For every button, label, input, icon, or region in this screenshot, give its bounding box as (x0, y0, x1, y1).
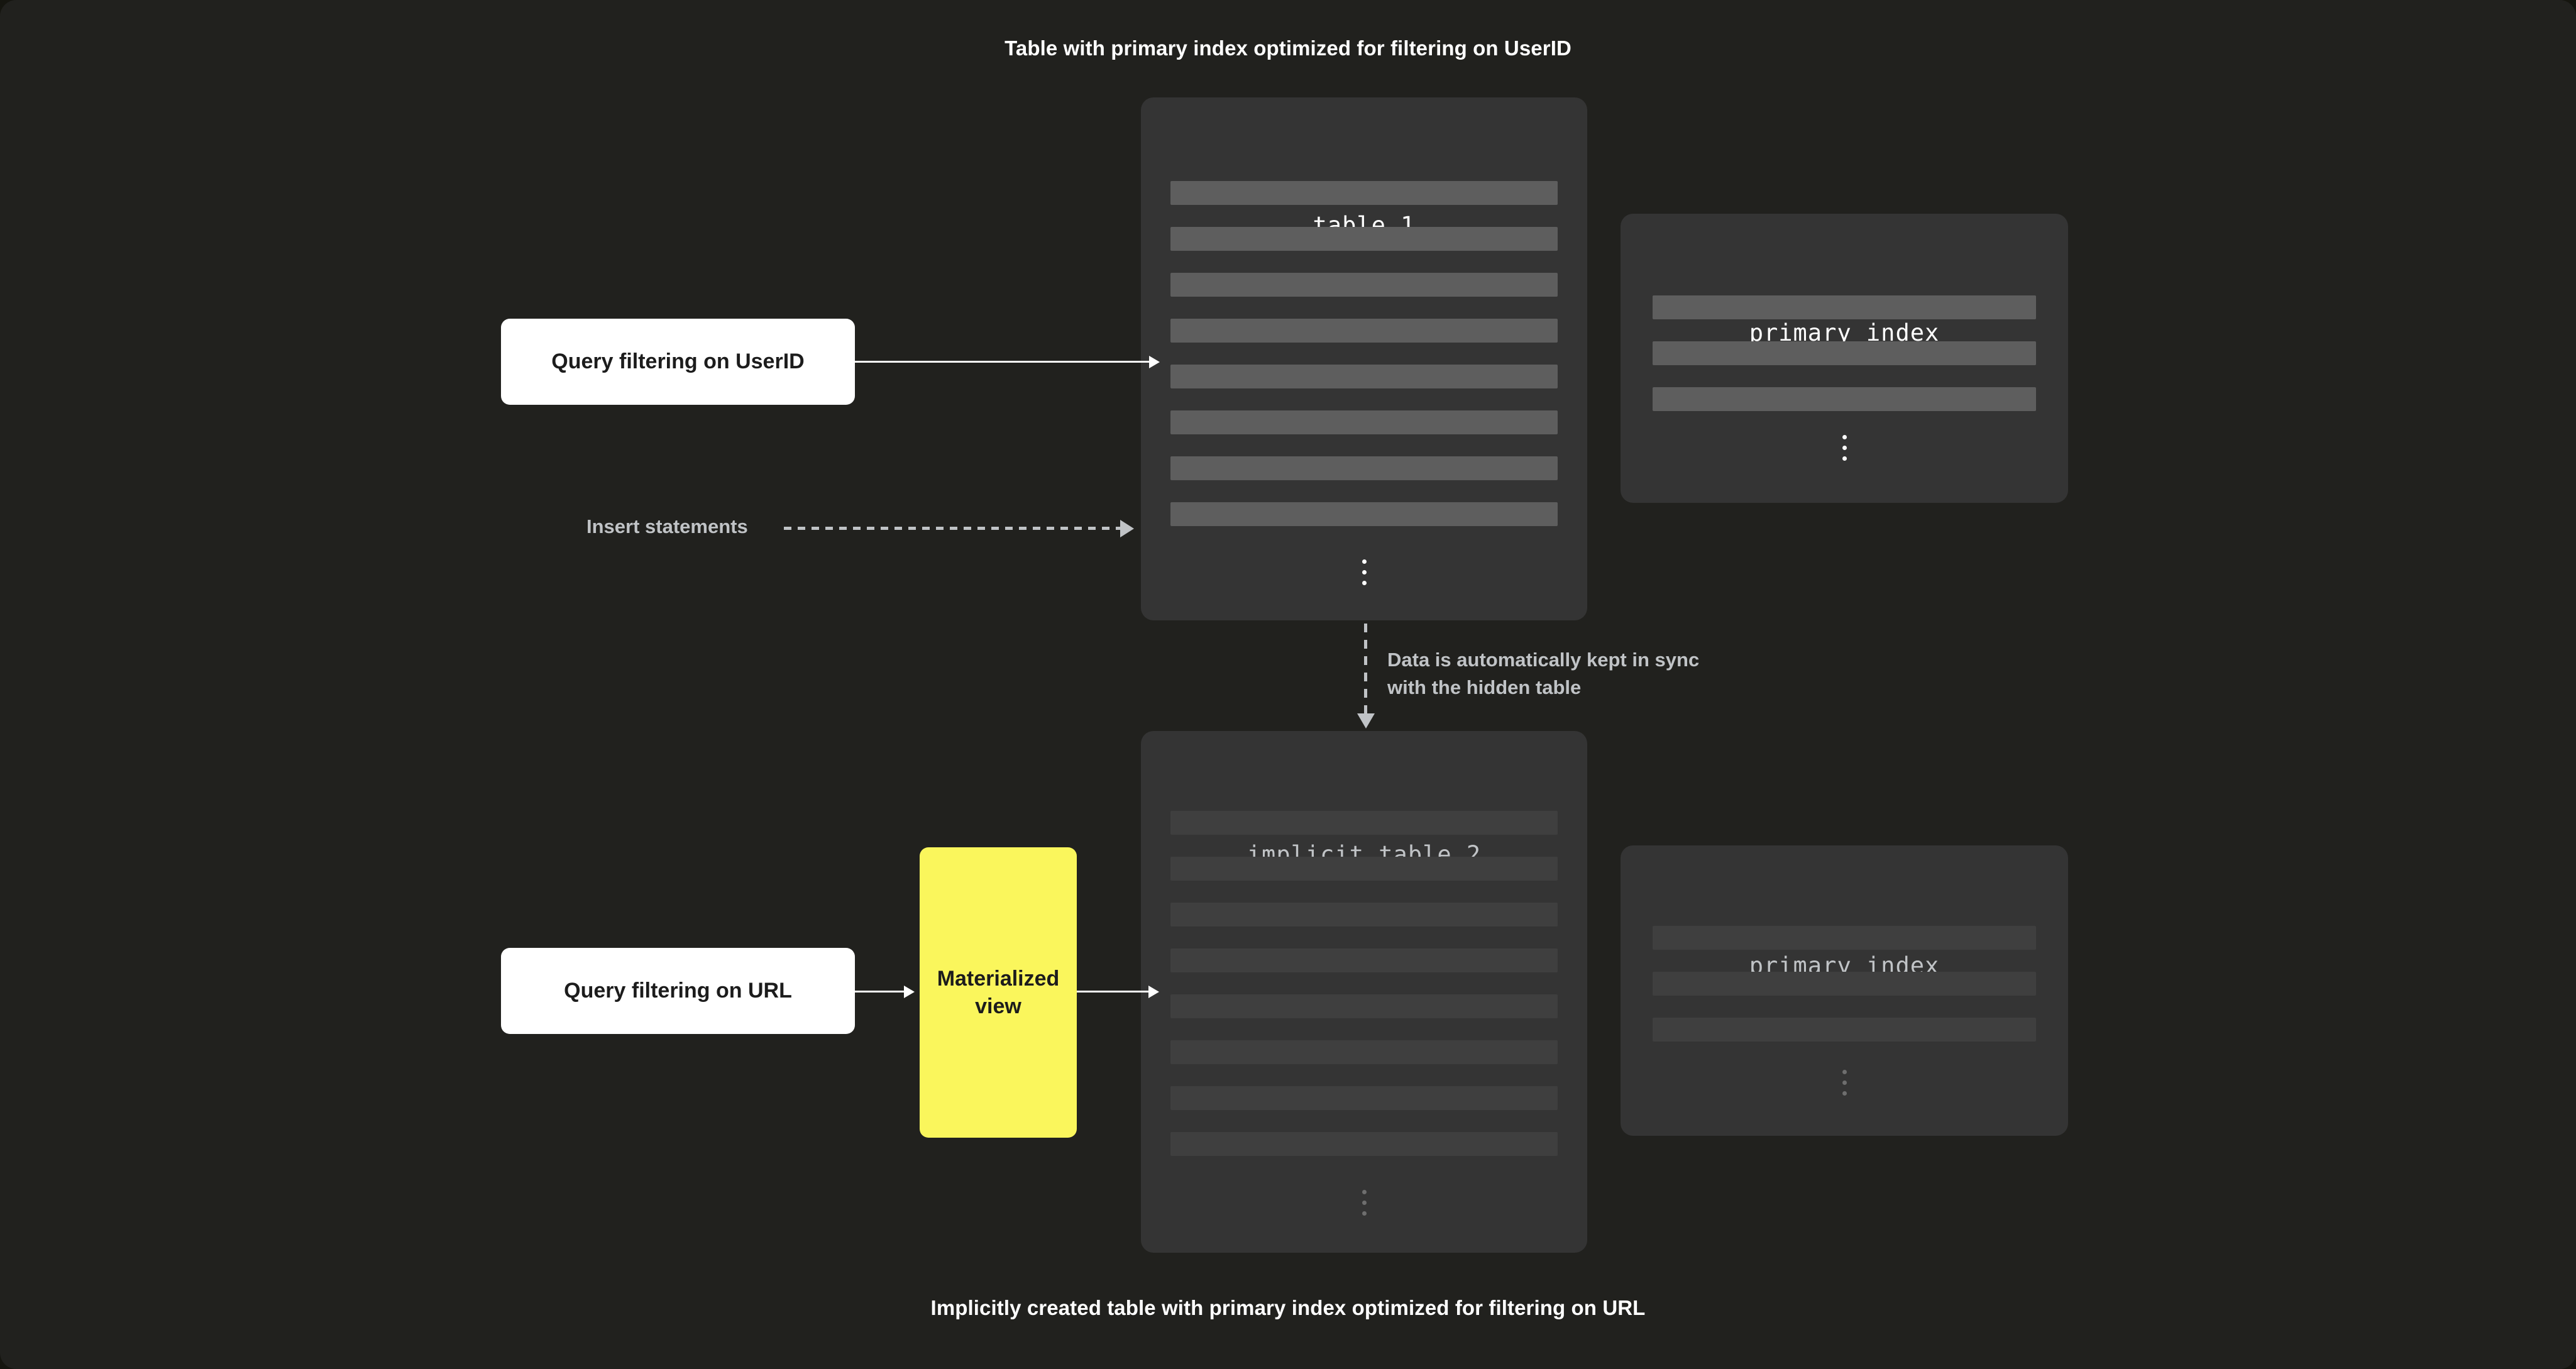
table-row (1170, 1132, 1558, 1156)
table-row (1170, 857, 1558, 881)
table-row (1653, 972, 2036, 996)
vertical-ellipsis-icon (1621, 435, 2068, 461)
table-row (1170, 903, 1558, 926)
query-filtering-on-url-node[interactable]: Query filtering on URL (501, 948, 855, 1034)
query-filtering-on-userid-node[interactable]: Query filtering on UserID (501, 319, 855, 405)
table-row (1170, 365, 1558, 388)
implicit-table-2-card: implicit table 2 (1141, 731, 1587, 1253)
materialized-view-node[interactable]: Materialized view (920, 847, 1077, 1138)
table-row (1653, 387, 2036, 411)
table-row (1170, 319, 1558, 343)
vertical-ellipsis-icon (1621, 1070, 2068, 1096)
table-row (1170, 410, 1558, 434)
table-1-rows (1141, 181, 1587, 526)
table-row (1170, 502, 1558, 526)
table-row (1170, 227, 1558, 251)
table-row (1170, 1086, 1558, 1110)
primary-index-2-rows (1621, 926, 2068, 1042)
table-row (1170, 181, 1558, 205)
vertical-ellipsis-icon (1141, 559, 1587, 585)
table-row (1653, 926, 2036, 950)
primary-index-2-card: primary index (1621, 845, 2068, 1136)
bottom-caption: Implicitly created table with primary in… (930, 1296, 1646, 1319)
arrow-query-url-to-materialized-view (855, 991, 913, 992)
table-row (1170, 456, 1558, 480)
insert-statements-label: Insert statements (586, 515, 748, 537)
table-row (1170, 948, 1558, 972)
vertical-ellipsis-icon (1141, 1190, 1587, 1216)
primary-index-1-card: primary index (1621, 214, 2068, 503)
table-row (1170, 273, 1558, 297)
arrow-insert-statements (784, 527, 1121, 530)
table-row (1170, 811, 1558, 835)
table-row (1170, 994, 1558, 1018)
arrow-query-userid-to-table1 (855, 361, 1158, 363)
table-1-card: table 1 (1141, 97, 1587, 620)
arrow-materialized-view-to-implicit-table2 (1077, 991, 1157, 992)
table-row (1170, 1040, 1558, 1064)
table-row (1653, 1018, 2036, 1042)
implicit-table-2-rows (1141, 811, 1587, 1156)
top-caption: Table with primary index optimized for f… (1005, 36, 1571, 60)
sync-description-label: Data is automatically kept in sync with … (1387, 649, 1700, 699)
table-row (1653, 341, 2036, 365)
table-row (1653, 295, 2036, 319)
arrow-sync-table1-to-table2 (1364, 624, 1367, 715)
primary-index-1-rows (1621, 295, 2068, 411)
